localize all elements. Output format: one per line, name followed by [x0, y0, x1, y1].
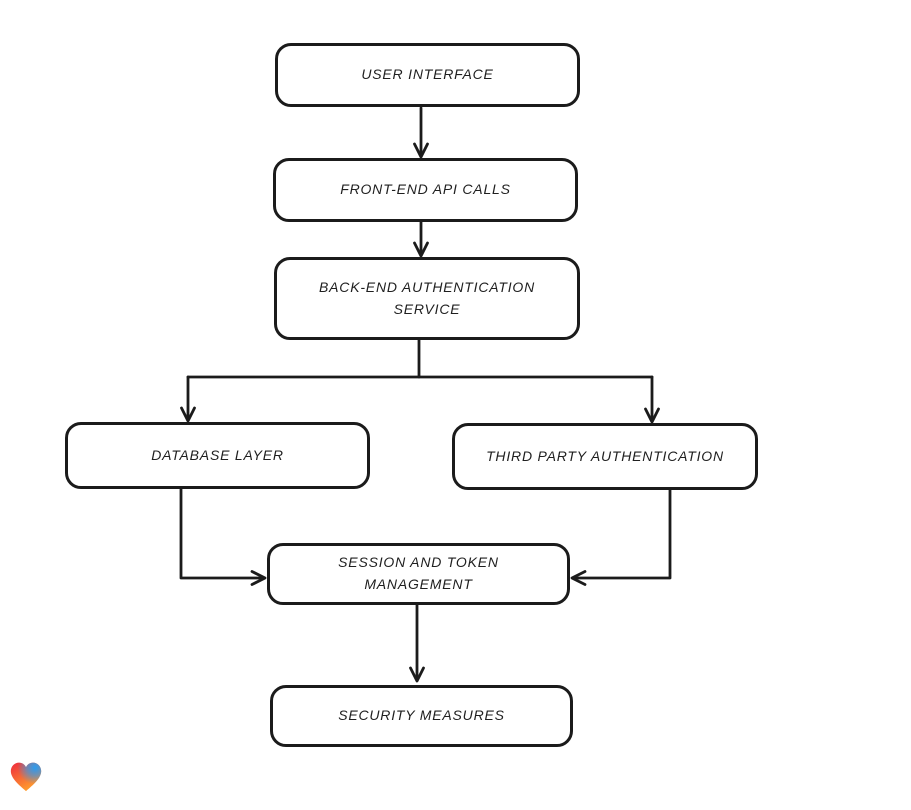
node-session-and-token-management-label: SESSION AND TOKEN MANAGEMENT: [338, 554, 499, 592]
node-front-end-api-calls: FRONT-END API CALLS: [273, 158, 578, 222]
connector-frontend-to-backend: [413, 220, 429, 258]
heart-icon: [10, 762, 42, 792]
node-back-end-authentication-service: BACK-END AUTHENTICATION SERVICE: [274, 257, 580, 340]
connector-database-to-session: [179, 487, 267, 586]
node-security-measures-label: SECURITY MEASURES: [338, 707, 505, 724]
node-third-party-authentication: THIRD PARTY AUTHENTICATION: [452, 423, 758, 490]
connector-ui-to-frontend: [413, 106, 429, 159]
node-back-end-authentication-service-label: BACK-END AUTHENTICATION SERVICE: [319, 278, 535, 317]
connector-backend-split: [180, 338, 660, 424]
node-user-interface: USER INTERFACE: [275, 43, 580, 107]
node-user-interface-label: USER INTERFACE: [361, 66, 494, 83]
node-security-measures: SECURITY MEASURES: [270, 685, 573, 747]
node-database-layer-label: DATABASE LAYER: [151, 446, 284, 463]
node-third-party-authentication-label: THIRD PARTY AUTHENTICATION: [486, 447, 724, 464]
connector-session-to-security: [409, 603, 425, 683]
node-database-layer: DATABASE LAYER: [65, 422, 370, 489]
node-front-end-api-calls-label: FRONT-END API CALLS: [340, 181, 511, 198]
connector-thirdparty-to-session: [570, 488, 672, 586]
node-session-and-token-management: SESSION AND TOKEN MANAGEMENT: [267, 543, 570, 605]
lovable-badge[interactable]: [8, 759, 44, 795]
